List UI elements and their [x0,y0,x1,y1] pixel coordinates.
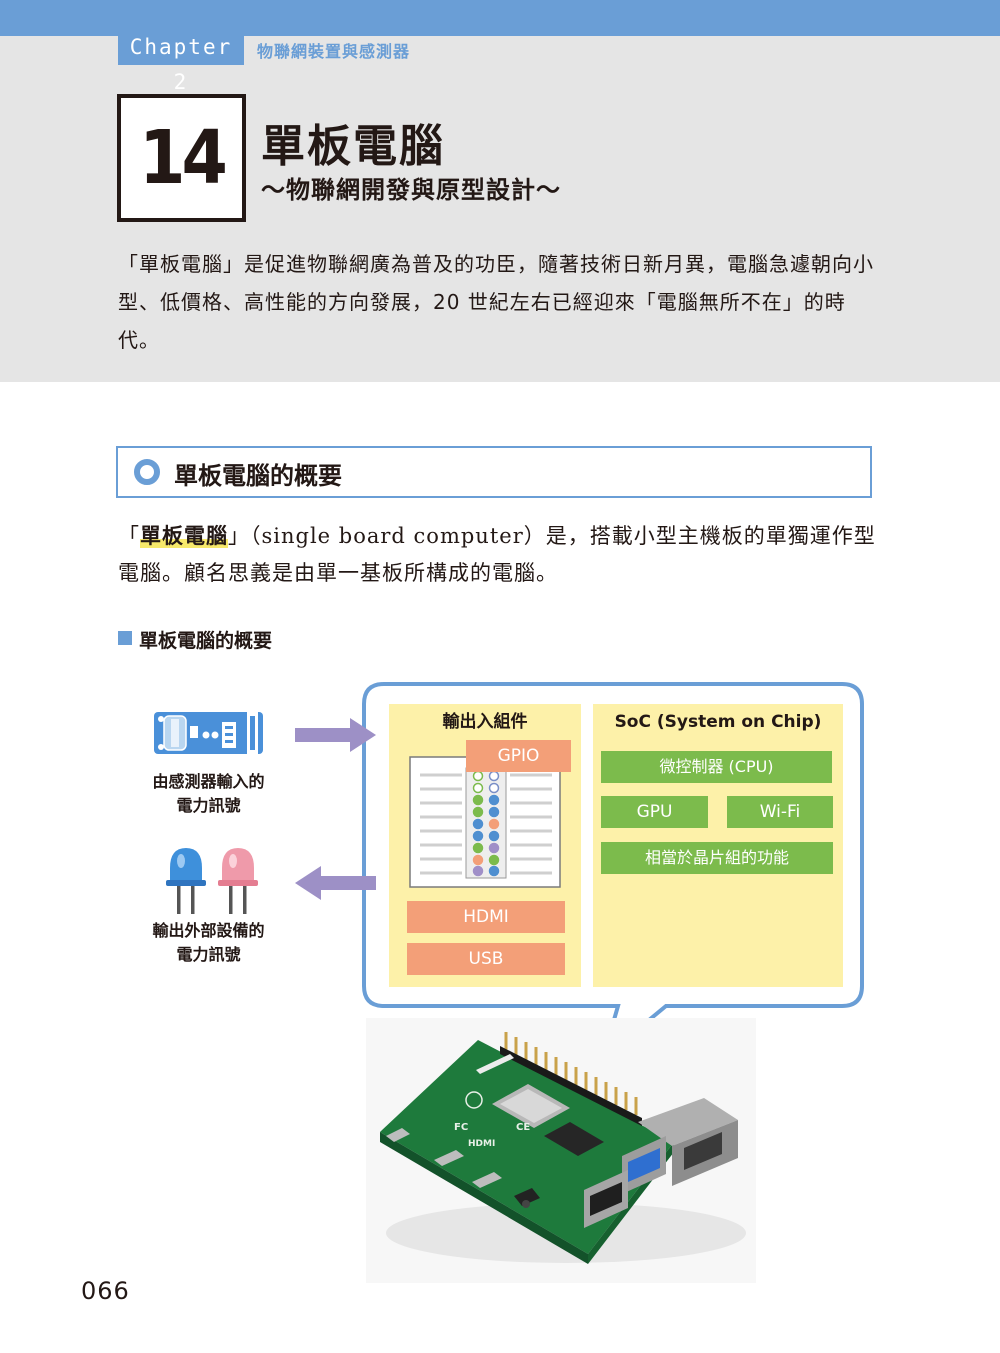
gpio-lines-right [510,773,552,875]
output-label-line1: 輸出外部設備的 [152,921,265,940]
gpio-header [465,767,507,879]
body-paragraph: 「單板電腦」（single board computer）是，搭載小型主機板的單… [118,518,878,592]
highlighted-term: 單板電腦 [140,524,228,548]
gpu-label: GPU [636,802,673,822]
gpio-pins [472,770,500,877]
subsection-heading-box [116,446,872,498]
hdmi-label: HDMI [463,907,509,927]
board-photo: FC CE HDMI [366,1018,756,1283]
gpio-box [466,740,571,772]
output-arrow [295,866,376,900]
soc-panel-title: SoC (System on Chip) [614,712,822,732]
usb-label: USB [468,949,504,969]
intro-paragraph: 「單板電腦」是促進物聯網廣為普及的功臣，隨著技術日新月異，電腦急遽朝向小型、低價… [118,252,874,352]
gpu-box [601,796,708,828]
subsection-heading: 單板電腦的概要 [174,462,342,490]
ce-mark: CE [516,1122,530,1133]
chapter-tab: Chapter 2 [118,30,244,94]
caption-square-icon [118,631,132,645]
sensor-label-line1: 由感測器輸入的 [152,772,265,791]
cpu-box [601,751,832,783]
hdmi-mark: HDMI [468,1139,495,1149]
chipset-label: 相當於晶片組的功能 [644,848,789,867]
io-panel-title: 輸出入組件 [442,712,528,732]
fc-mark: FC [454,1122,468,1133]
hdmi-box [407,901,565,933]
gpio-label: GPIO [497,746,540,766]
usb-box [407,943,565,975]
blue-led-icon [166,848,206,914]
cpu-label: 微控制器 (CPU) [659,757,774,776]
sensor-label-line2: 電力訊號 [176,796,241,815]
input-arrow [295,718,376,752]
sensor-module-icon [154,712,263,754]
chapter-name: 物聯網裝置與感測器 [257,42,411,61]
page-number: 066 [81,1277,130,1305]
output-label-line2: 電力訊號 [176,945,241,964]
para-rest: 」（single board computer）是，搭載小型主機板的單獨運作型電… [118,524,876,585]
section-title: 單板電腦 [261,121,445,172]
section-number: 14 [117,94,246,222]
wifi-box [727,796,833,828]
wifi-label: Wi-Fi [759,802,801,822]
gpio-lines-left [420,773,462,875]
heading-ring-icon [134,459,160,485]
chipset-box [601,842,833,874]
pink-led-icon [218,848,258,914]
figure-caption: 單板電腦的概要 [139,630,273,652]
section-subtitle: ～物聯網開發與原型設計～ [261,176,561,204]
para-open-bracket: 「 [118,524,140,548]
